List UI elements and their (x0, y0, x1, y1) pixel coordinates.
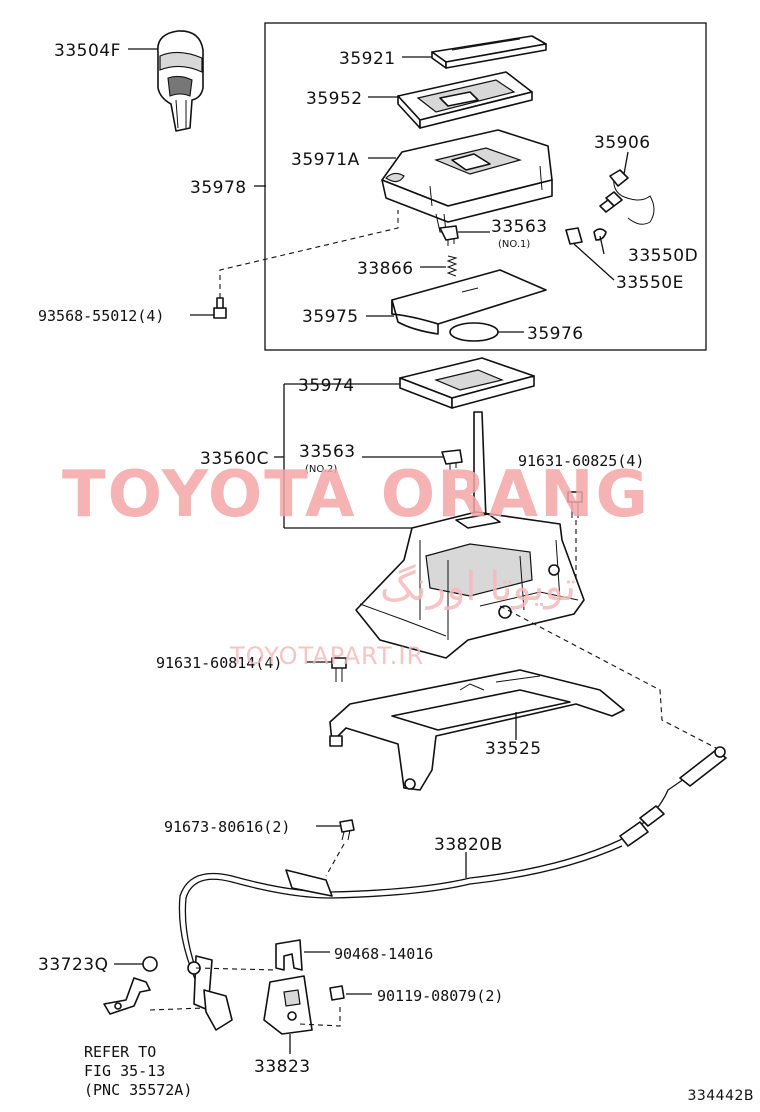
label-33723Q: 33723Q (38, 955, 108, 975)
label-33563-no1-sub: (NO.1) (498, 239, 530, 250)
cover-35975-drawing (391, 269, 547, 335)
label-33525: 33525 (485, 739, 542, 759)
label-35974: 35974 (298, 376, 355, 396)
reference-line-2: FIG 35-13 (84, 1062, 165, 1080)
watermark-brand: TOYOTA ORANG (62, 458, 650, 532)
bulbs-33550-drawing (565, 227, 607, 245)
label-35975: 35975 (302, 307, 359, 327)
plate-35974-drawing (399, 357, 535, 409)
watermark: TOYOTA ORANG تویوتا اورنگ TOYOTAPART.IR (62, 458, 650, 670)
label-35906: 35906 (594, 133, 651, 153)
cable-33820B-drawing (178, 746, 727, 1031)
part-labels: 33504F 35921 35952 35971A 35978 35906 33… (38, 41, 698, 1077)
shift-lever-base-33560C-drawing (355, 411, 585, 659)
shift-knob-drawing (157, 30, 204, 132)
label-33563-no1: 33563 (491, 217, 548, 237)
label-33820B: 33820B (434, 835, 503, 855)
clip-90468-drawing (275, 939, 303, 971)
label-33563-no2: 33563 (299, 442, 356, 462)
label-35952: 35952 (306, 89, 363, 109)
label-35971A: 35971A (291, 150, 360, 170)
label-33823: 33823 (254, 1057, 311, 1077)
disc-35976-drawing (449, 322, 499, 342)
label-33560C: 33560C (200, 449, 269, 469)
clip-33563-no2-drawing (441, 449, 463, 470)
bolt-91631-60814-drawing (331, 657, 347, 682)
bolt-90119-drawing (329, 985, 345, 1001)
clip-33563-no1-drawing (439, 225, 459, 246)
label-93568: 93568-55012(4) (38, 307, 164, 325)
label-90119-08079: 90119-08079(2) (377, 987, 503, 1005)
reference-line-1: REFER TO (84, 1043, 156, 1061)
reference-note: REFER TO FIG 35-13 (PNC 35572A) (84, 1043, 192, 1099)
spring-33866-drawing (446, 255, 458, 277)
watermark-site: TOYOTAPART.IR (229, 642, 424, 670)
phantom-lines (149, 210, 717, 1027)
watermark-persian: تویوتا اورنگ (380, 564, 576, 610)
bracket-left-drawing (103, 977, 151, 1015)
label-91631-60814: 91631-60814(4) (156, 654, 282, 672)
label-33504F: 33504F (54, 41, 121, 61)
label-35978: 35978 (190, 178, 247, 198)
label-33866: 33866 (357, 259, 414, 279)
label-35921: 35921 (339, 49, 396, 69)
diagram-id: 334442B (687, 1088, 754, 1104)
leader-lines (114, 48, 629, 1054)
housing-35971A-drawing (381, 129, 553, 233)
bolt-91673-80616-drawing (339, 819, 355, 841)
nut-33723Q-drawing (142, 956, 158, 972)
plate-35921-drawing (431, 35, 547, 69)
label-91631-60825: 91631-60825(4) (518, 452, 644, 470)
label-35976: 35976 (527, 324, 584, 344)
frame-35952-drawing (397, 71, 533, 129)
bracket-33525-drawing (329, 669, 625, 791)
label-33550D: 33550D (628, 246, 698, 266)
bracket-33823-drawing (263, 975, 313, 1035)
bulb-socket-35906-drawing (599, 169, 655, 225)
screw-93568-drawing (213, 297, 227, 319)
label-90468-14016: 90468-14016 (334, 945, 433, 963)
label-33550E: 33550E (616, 273, 684, 293)
bolt-91631-60825-drawing (567, 491, 583, 518)
label-91673-80616: 91673-80616(2) (164, 818, 290, 836)
label-33563-no2-sub: (NO.2) (305, 464, 337, 475)
reference-line-3: (PNC 35572A) (84, 1081, 192, 1099)
